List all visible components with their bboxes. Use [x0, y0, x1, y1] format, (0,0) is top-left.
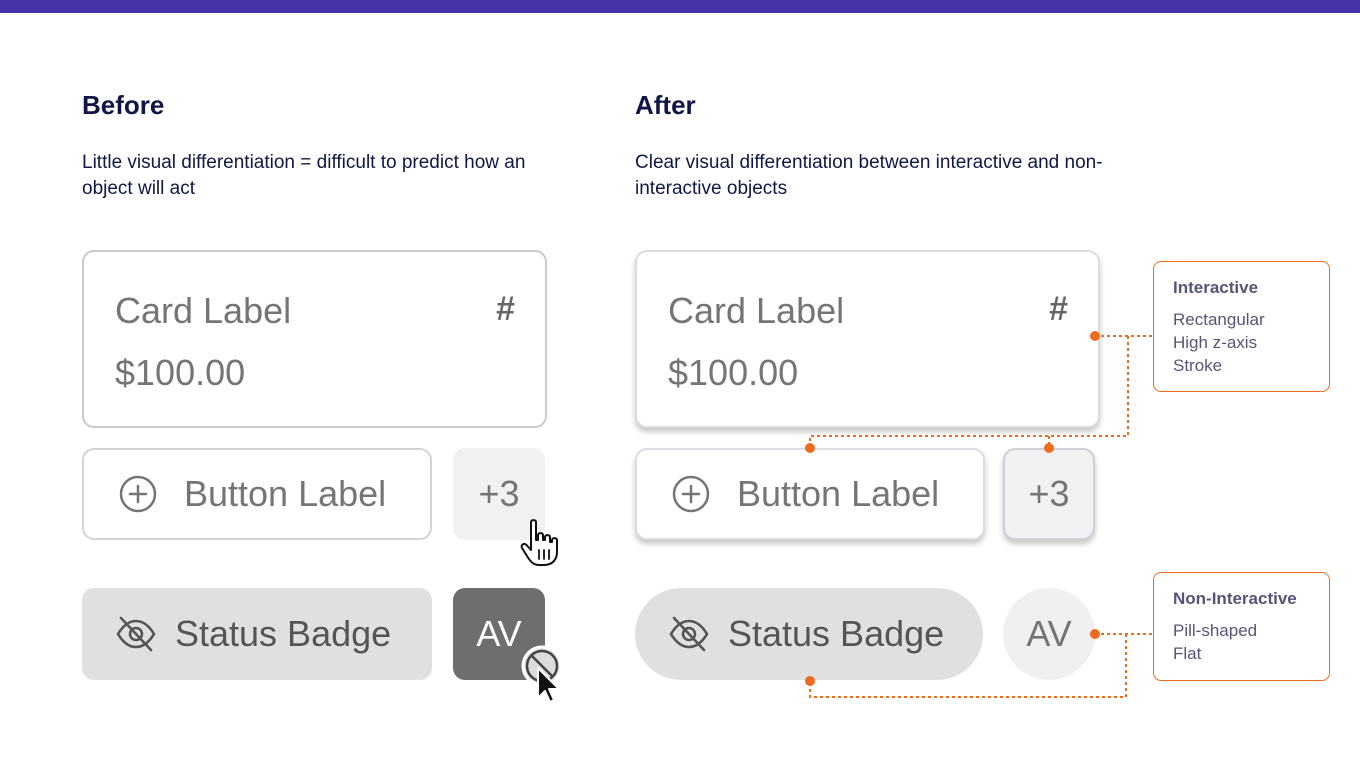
card-hash: #: [496, 290, 515, 328]
after-heading: After: [635, 90, 696, 120]
callout-line: Stroke: [1173, 356, 1223, 375]
callout-line: Rectangular: [1173, 310, 1265, 329]
non-interactive-callout: Non-Interactive Pill-shaped Flat: [1153, 572, 1330, 681]
callout-title: Non-Interactive: [1173, 589, 1297, 608]
top-accent-bar: [0, 0, 1360, 13]
before-button[interactable]: Button Label: [82, 448, 432, 540]
card-label: Card Label: [668, 290, 845, 331]
plus-circle-icon: [118, 474, 158, 514]
not-allowed-cursor-icon: [518, 642, 568, 711]
eye-off-icon: [115, 613, 157, 655]
badge-label: Status Badge: [175, 613, 392, 654]
button-label: Button Label: [737, 473, 940, 514]
callout-line: Pill-shaped: [1173, 621, 1258, 640]
interactive-callout: Interactive Rectangular High z-axis Stro…: [1153, 261, 1330, 392]
eye-off-icon: [668, 613, 710, 655]
card-value: $100.00: [115, 352, 246, 393]
before-card[interactable]: Card Label # $100.00: [82, 250, 547, 428]
before-status-badge: Status Badge: [82, 588, 432, 680]
card-hash: #: [1049, 290, 1068, 328]
callout-line: Flat: [1173, 644, 1202, 663]
after-description: Clear visual differentiation between int…: [635, 152, 1103, 199]
after-status-badge: Status Badge: [635, 588, 983, 680]
before-description: Little visual differentiation = difficul…: [82, 152, 526, 199]
after-counter-button[interactable]: +3: [1003, 448, 1095, 540]
callout-line: High z-axis: [1173, 333, 1258, 352]
card-label: Card Label: [115, 290, 292, 331]
before-heading: Before: [82, 90, 165, 120]
button-label: Button Label: [184, 473, 387, 514]
badge-label: Status Badge: [728, 613, 945, 654]
callout-title: Interactive: [1173, 278, 1259, 297]
after-button[interactable]: Button Label: [635, 448, 985, 540]
plus-circle-icon: [671, 474, 711, 514]
hand-pointer-icon: [520, 518, 564, 573]
after-avatar: AV: [1003, 588, 1095, 680]
before-counter-button[interactable]: +3: [453, 448, 545, 540]
card-value: $100.00: [668, 352, 799, 393]
